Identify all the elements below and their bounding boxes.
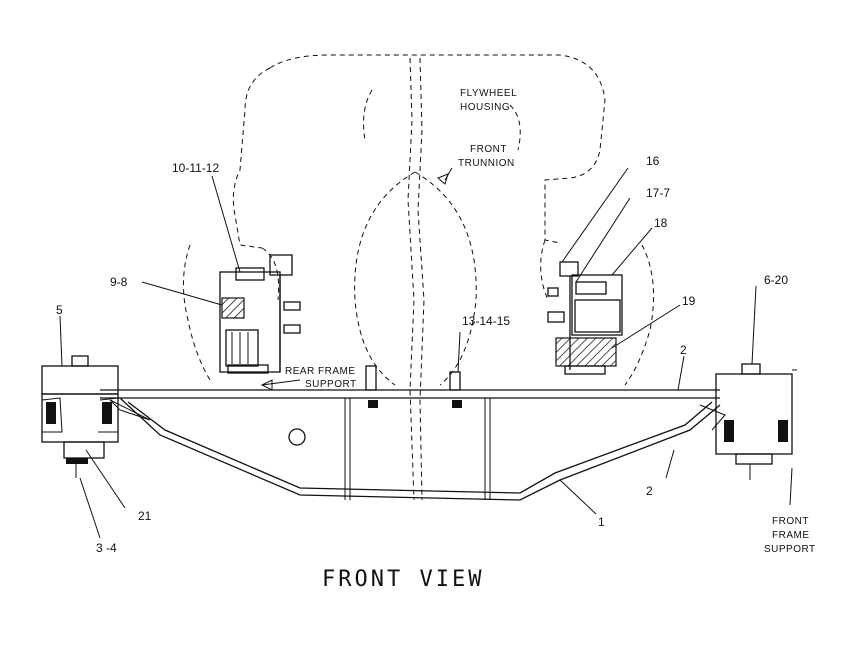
callout-9-8: 9-8 — [110, 275, 128, 289]
flywheel-housing-outline — [232, 54, 606, 501]
callout-3-4: 3 -4 — [96, 541, 117, 555]
callout-18: 18 — [654, 216, 668, 230]
callout-19: 19 — [682, 294, 696, 308]
view-title: FRONT VIEW — [322, 567, 484, 592]
right-isolation-mount — [715, 363, 800, 480]
callout-13-14-15: 13-14-15 — [462, 314, 510, 328]
callout-16: 16 — [646, 154, 660, 168]
callout-2-bottom: 2 — [646, 484, 653, 498]
label-rear-frame-support-line2: SUPPORT — [305, 379, 357, 390]
label-rear-frame-support-line1: REAR FRAME — [285, 366, 356, 377]
rear-frame-mount — [219, 254, 301, 374]
label-front-frame-support-line3: SUPPORT — [764, 544, 816, 555]
callout-2-top: 2 — [680, 343, 687, 357]
label-flywheel-housing-line2: HOUSING — [460, 102, 510, 113]
front-frame-mount — [547, 261, 623, 375]
callout-1: 1 — [598, 515, 605, 529]
label-front-frame-support-line2: FRAME — [772, 530, 810, 541]
crossmember-frame — [100, 389, 726, 501]
callout-10-11-12: 10-11-12 — [172, 161, 219, 175]
callout-21: 21 — [138, 509, 152, 523]
callout-17-7: 17-7 — [646, 186, 670, 200]
left-isolation-mount — [41, 355, 119, 478]
label-front-trunnion-line1: FRONT — [470, 144, 507, 155]
front-trunnion — [354, 171, 477, 386]
rear-mount-bracket-outline — [182, 239, 655, 386]
label-flywheel-housing-line1: FLYWHEEL — [460, 88, 517, 99]
callout-5: 5 — [56, 303, 63, 317]
callout-6-20: 6-20 — [764, 273, 788, 287]
leader-lines — [59, 167, 793, 539]
center-bolts — [365, 365, 462, 408]
label-front-frame-support-line1: FRONT — [772, 516, 809, 527]
label-front-trunnion-line2: TRUNNION — [458, 158, 515, 169]
